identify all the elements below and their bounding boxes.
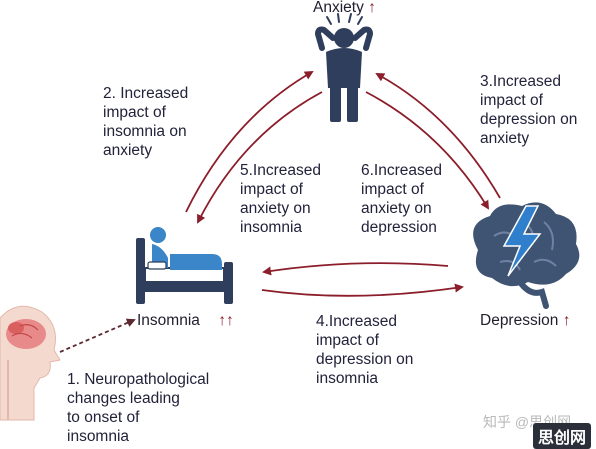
arrow-depression-to-insomnia bbox=[262, 262, 449, 276]
label-6-anxiety-on-depression: 6.Increased impact of anxiety on depress… bbox=[361, 162, 442, 236]
anxious-person-icon bbox=[315, 13, 373, 122]
node-insomnia-label: Insomnia bbox=[137, 312, 200, 329]
label-2-insomnia-on-anxiety: 2. Increased impact of insomnia on anxie… bbox=[103, 85, 189, 159]
arrow-insomnia-to-anxiety bbox=[185, 71, 314, 213]
node-depression: Depression ↑ bbox=[480, 312, 570, 330]
label-5-anxiety-on-insomnia: 5.Increased impact of anxiety on insomni… bbox=[240, 162, 321, 236]
arrow-brain-to-insomnia bbox=[59, 318, 136, 353]
human-head-brain-icon bbox=[0, 305, 61, 421]
depression-increase-indicator: ↑ bbox=[562, 312, 571, 329]
node-insomnia: Insomnia ↑↑ bbox=[137, 312, 234, 330]
label-3-depression-on-anxiety: 3.Increased impact of depression on anxi… bbox=[480, 73, 578, 147]
node-anxiety: Anxiety ↑ bbox=[313, 0, 376, 17]
bed-icon bbox=[136, 227, 233, 304]
anxiety-increase-indicator: ↑ bbox=[368, 0, 376, 16]
label-1-neuropathological: 1. Neuropathological changes leading to … bbox=[67, 371, 210, 445]
brain-lightning-icon bbox=[473, 202, 580, 309]
arrow-anxiety-to-insomnia bbox=[197, 91, 323, 224]
node-depression-label: Depression bbox=[480, 312, 559, 329]
watermark-brand: 思创网 bbox=[533, 423, 592, 449]
arrow-insomnia-to-depression bbox=[261, 283, 464, 297]
arrow-depression-to-anxiety bbox=[375, 73, 501, 199]
insomnia-increase-indicator: ↑↑ bbox=[218, 312, 234, 329]
node-anxiety-label: Anxiety bbox=[313, 0, 364, 16]
label-4-depression-on-insomnia: 4.Increased impact of depression on inso… bbox=[316, 313, 414, 387]
arrow-anxiety-to-depression bbox=[365, 91, 490, 210]
